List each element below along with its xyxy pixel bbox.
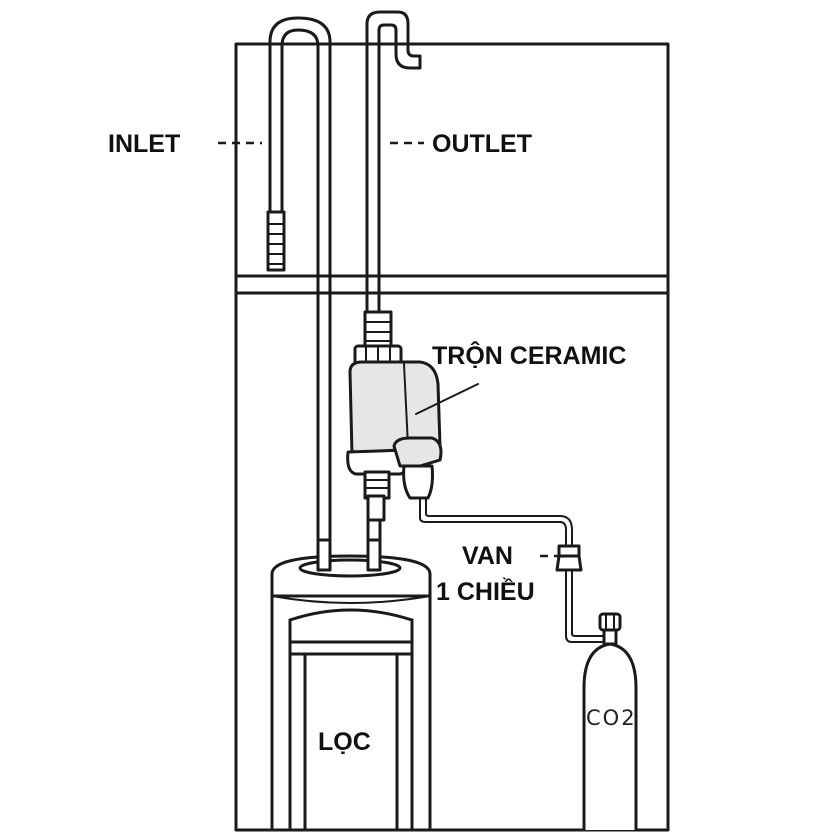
filter-label: LỌC — [318, 728, 371, 756]
inlet-label: INLET — [108, 130, 180, 158]
aquarium-tank — [234, 42, 670, 832]
outlet-label: OUTLET — [432, 130, 532, 158]
co2-tank — [582, 612, 638, 830]
outlet-pipe — [365, 10, 422, 317]
ceramic-mixer-label: TRỘN CERAMIC — [432, 340, 626, 370]
inlet-strainer — [267, 223, 285, 265]
filter-canister — [270, 538, 432, 832]
inlet-pipe — [266, 16, 332, 570]
ceramic-mixer — [346, 310, 443, 570]
check-valve-label-line2: 1 CHIỀU — [436, 577, 535, 606]
co2-tubing — [419, 497, 609, 643]
co2-tank-label: CO2 — [586, 706, 637, 730]
check-valve-label-line1: VAN — [462, 542, 513, 570]
check-valve — [555, 544, 583, 572]
